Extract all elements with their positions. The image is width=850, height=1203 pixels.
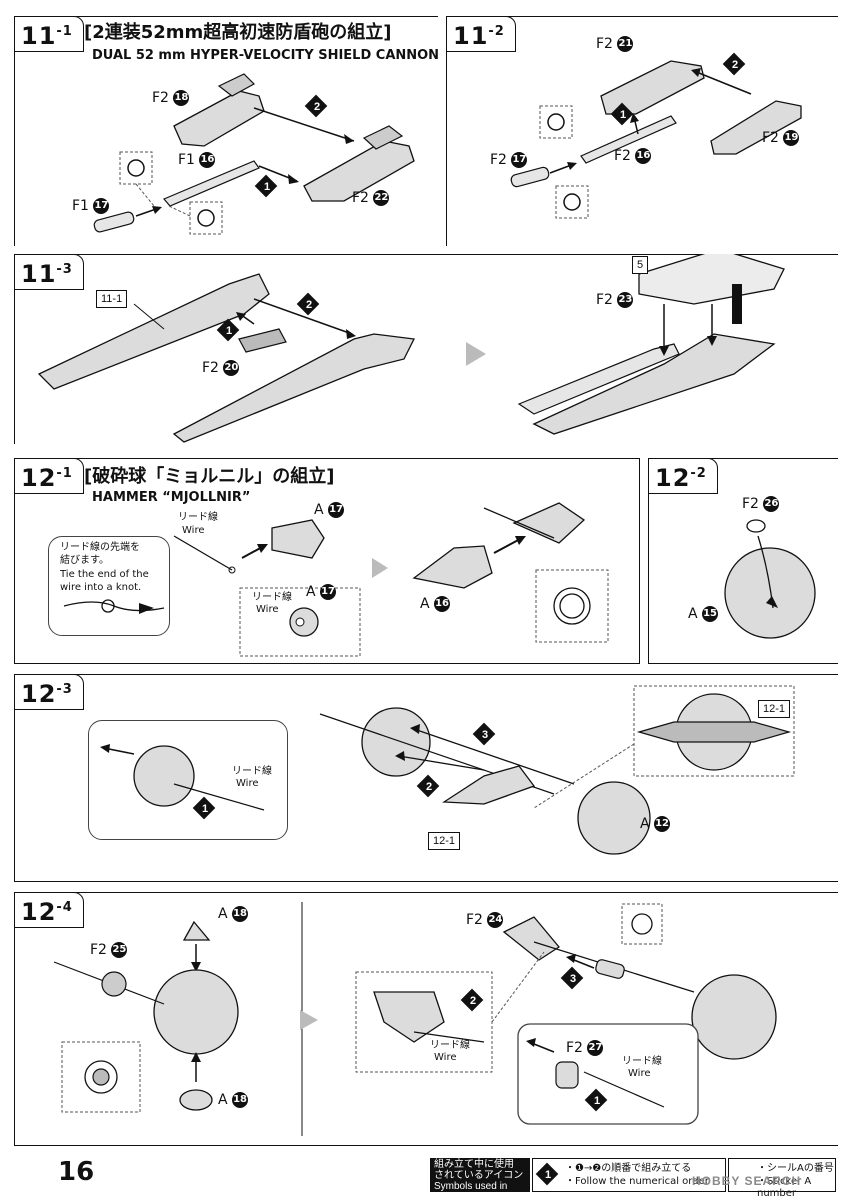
part-label-f2-20: F2 20 bbox=[202, 360, 240, 376]
step-sub: -2 bbox=[488, 24, 505, 39]
step-11-2-tag: 11-2 bbox=[446, 16, 516, 52]
order-marker-1: 1 bbox=[256, 176, 278, 198]
wire-label-jp: リード線 bbox=[232, 766, 272, 777]
part-label-f2-19: F2 19 bbox=[762, 130, 800, 146]
reference-11-1: 11-1 bbox=[96, 290, 128, 308]
part-label-a-17: A 17 bbox=[314, 502, 345, 518]
step-number: 11 bbox=[21, 260, 57, 288]
order-marker-2: 2 bbox=[418, 776, 440, 798]
step-12-4-illustration bbox=[53, 902, 777, 1136]
knot-tip-jp-2: 結びます。 bbox=[60, 555, 109, 566]
part-label-f1-16: F1 16 bbox=[178, 152, 216, 168]
part-label-a-18-bottom: A 18 bbox=[218, 1092, 249, 1108]
part-label-a-16: A 16 bbox=[420, 596, 451, 612]
order-marker-3: 3 bbox=[562, 968, 584, 990]
step-12-1-title-en: HAMMER “MJOLLNIR” bbox=[92, 490, 251, 505]
part-label-f2-22: F2 22 bbox=[352, 190, 390, 206]
wire-label-en: Wire bbox=[182, 525, 205, 536]
legend-box: 組み立て中に使用 されているアイコン Symbols used in instr… bbox=[430, 1158, 530, 1203]
sticker-legend-en: ・Sticker A number bbox=[757, 1176, 812, 1199]
step-11-3-tag: 11-3 bbox=[14, 254, 84, 290]
step-number: 11 bbox=[453, 22, 489, 50]
part-label-a-18-top: A 18 bbox=[218, 906, 249, 922]
order-legend-en: ・Follow the numerical order bbox=[565, 1176, 709, 1187]
knot-tip-jp-1: リード線の先端を bbox=[60, 542, 140, 553]
part-label-f2-23: F2 23 bbox=[596, 292, 634, 308]
order-marker-2: 2 bbox=[298, 294, 320, 316]
wire-label-jp-2: リード線 bbox=[622, 1056, 662, 1067]
step-11-3-illustration bbox=[37, 254, 785, 443]
part-label-a-15: A 15 bbox=[688, 606, 719, 622]
part-label-f2-17: F2 17 bbox=[490, 152, 528, 168]
wire-label-jp: リード線 bbox=[178, 512, 218, 523]
step-12-1-illustration bbox=[63, 502, 609, 657]
sticker-legend-jp: ・シールAの番号 bbox=[757, 1163, 834, 1174]
part-label-a-12: A 12 bbox=[640, 816, 671, 832]
step-12-3-illustration bbox=[100, 685, 795, 855]
step-number: 12 bbox=[655, 464, 691, 492]
wire-label-en: Wire bbox=[434, 1052, 457, 1063]
step-11-1-title-jp: [2連装52mm超高初速防盾砲の組立] bbox=[84, 22, 392, 43]
step-11-1-tag: 11-1 bbox=[14, 16, 84, 52]
reference-12-1-detail: 12-1 bbox=[758, 700, 791, 718]
part-label-f2-25: F2 25 bbox=[90, 942, 128, 958]
part-label-f2-24: F2 24 bbox=[466, 912, 504, 928]
order-marker-1: 1 bbox=[586, 1090, 608, 1112]
step-12-2-tag: 12-2 bbox=[648, 458, 718, 494]
part-label-f2-21: F2 21 bbox=[596, 36, 634, 52]
wire-label-jp: リード線 bbox=[430, 1040, 470, 1051]
part-label-f2-26: F2 26 bbox=[742, 496, 780, 512]
order-marker-2: 2 bbox=[462, 990, 484, 1012]
wire-label-en-2: Wire bbox=[628, 1068, 651, 1079]
order-marker-2: 2 bbox=[724, 54, 746, 76]
step-sub: -4 bbox=[56, 900, 73, 915]
order-marker-2: 2 bbox=[306, 96, 328, 118]
legend-jp-1: 組み立て中に使用 bbox=[434, 1159, 514, 1170]
reference-12-1: 12-1 bbox=[428, 832, 461, 850]
step-12-1-tag: 12-1 bbox=[14, 458, 84, 494]
step-12-2-illustration bbox=[724, 519, 816, 639]
part-label-a-17-detail: A 17 bbox=[306, 584, 337, 600]
order-marker-1: 1 bbox=[194, 798, 216, 820]
step-12-1-title-jp: [破砕球「ミョルニル」の組立] bbox=[84, 466, 335, 487]
order-legend-icon: 1 bbox=[537, 1164, 559, 1186]
step-11-1-illustration bbox=[93, 73, 415, 235]
step-12-4-tag: 12-4 bbox=[14, 892, 84, 928]
part-label-f2-16: F2 16 bbox=[614, 148, 652, 164]
step-12-3-tag: 12-3 bbox=[14, 674, 84, 710]
order-marker-1: 1 bbox=[218, 320, 240, 342]
knot-tip-bubble bbox=[48, 536, 170, 636]
step-11-1-title-en: DUAL 52 mm HYPER-VELOCITY SHIELD CANNON bbox=[92, 48, 440, 63]
step-sub: -2 bbox=[690, 466, 707, 481]
knot-tip-en-1: Tie the end of the bbox=[60, 569, 149, 580]
page-number: 16 bbox=[58, 1157, 95, 1187]
order-legend: 1 ・❶→❷の順番で組み立てる ・Follow the numerical or… bbox=[532, 1158, 726, 1192]
part-label-f1-17: F1 17 bbox=[72, 198, 110, 214]
step-11-2-illustration bbox=[510, 60, 802, 219]
wire-label-jp-detail: リード線 bbox=[252, 592, 292, 603]
wire-label-en: Wire bbox=[236, 778, 259, 789]
step-sub: -3 bbox=[56, 262, 73, 277]
wire-label-en-detail: Wire bbox=[256, 604, 279, 615]
step-number: 12 bbox=[21, 898, 57, 926]
order-marker-3: 3 bbox=[474, 724, 496, 746]
step-sub: -1 bbox=[56, 24, 73, 39]
knot-tip-en-2: wire into a knot. bbox=[60, 582, 142, 593]
order-legend-jp: ・❶→❷の順番で組み立てる bbox=[565, 1163, 692, 1174]
step-number: 12 bbox=[21, 680, 57, 708]
step-sub: -1 bbox=[56, 466, 73, 481]
legend-jp-2: されているアイコン bbox=[434, 1170, 524, 1181]
sticker-number-5: 5 bbox=[632, 256, 649, 274]
part-label-f2-27: F2 27 bbox=[566, 1040, 604, 1056]
watermark: HOBBY SEARCH bbox=[692, 1174, 802, 1188]
legend-en: Symbols used in instructions bbox=[434, 1181, 508, 1203]
order-marker-1: 1 bbox=[612, 104, 634, 126]
sticker-legend: ・シールAの番号 ・Sticker A number bbox=[728, 1158, 836, 1199]
step-sub: -3 bbox=[56, 682, 73, 697]
step-number: 12 bbox=[21, 464, 57, 492]
part-label-f2-18: F2 18 bbox=[152, 90, 190, 106]
step-number: 11 bbox=[21, 22, 57, 50]
